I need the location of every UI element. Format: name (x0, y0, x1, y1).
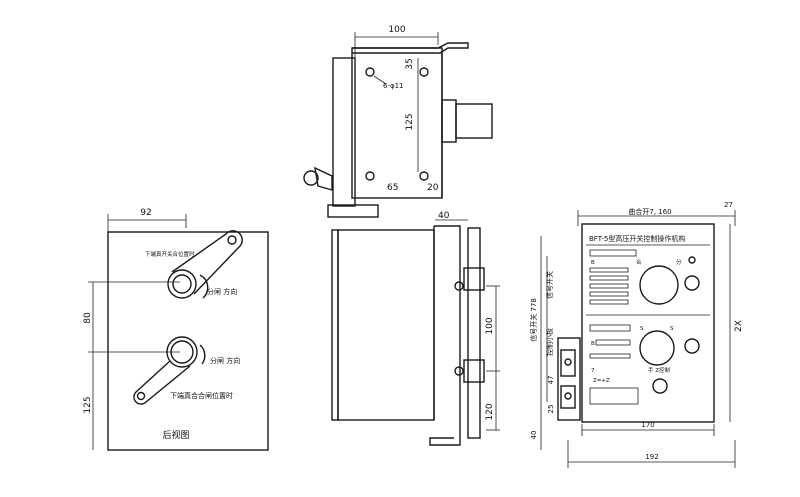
label-b1: B (591, 260, 595, 266)
dim-left-b: 信号开关 (545, 271, 554, 299)
dim-92: 92 (140, 208, 151, 218)
rear-view: 92 80 125 下端真开关合位置时 分闸 方向 分闸 方向 下端真合合闸位置… (83, 208, 269, 451)
dim-25: 25 (547, 405, 555, 414)
dim-top-panel: 曲合开7, 160 (628, 207, 671, 216)
dim-120: 120 (485, 403, 495, 420)
label-sm-control: 手 Z控制 (648, 366, 671, 374)
dim-47: 47 (547, 376, 555, 385)
dim-right: 2X (734, 320, 744, 332)
dim-170: 170 (641, 421, 654, 429)
label-open: 分 (676, 258, 682, 266)
panel-view: 曲合开7, 160 27 BFT-5型高压开关控制操作机构 B 合 分 S S … (529, 201, 744, 468)
dim-35: 35 (405, 58, 415, 69)
dim-125-side: 125 (405, 113, 415, 130)
dim-left-c: 控制小极 (545, 328, 554, 356)
side-view: 100 6-φ11 35 125 65 20 40 (303, 25, 500, 446)
label-top-position: 下端真开关合位置时 (145, 250, 195, 258)
hole-label: 6-φ11 (383, 82, 404, 90)
label-bottom-position: 下端真合合闸位置时 (170, 391, 233, 400)
dim-80: 80 (83, 312, 93, 324)
dim-20: 20 (427, 183, 439, 193)
label-s1: S (640, 326, 644, 332)
label-close: 合 (636, 258, 642, 266)
dim-27: 27 (724, 201, 733, 209)
rear-view-title: 后视图 (162, 429, 189, 441)
dim-40: 40 (438, 211, 450, 221)
control-panel (581, 223, 715, 423)
dim-100-top: 100 (388, 25, 405, 35)
dim-65: 65 (387, 183, 398, 193)
label-s2: S (670, 326, 674, 332)
label-b2: B (591, 341, 595, 347)
dim-100-side: 100 (485, 317, 495, 334)
label-close-direction: 分闸 方向 (210, 356, 240, 365)
label-open-direction: 分闸 方向 (207, 287, 237, 296)
dim-125: 125 (83, 396, 93, 413)
label-7: 7 (591, 368, 595, 374)
panel-title: BFT-5型高压开关控制操作机构 (589, 234, 685, 243)
dim-192: 192 (645, 453, 658, 461)
upper-knob[interactable] (639, 265, 679, 305)
dim-40-panel: 40 (530, 431, 538, 440)
label-z: Z=+Z (593, 378, 610, 384)
dim-left-a: 信号开关 778 (529, 298, 538, 342)
rear-plate (107, 231, 269, 451)
lower-knob[interactable] (639, 330, 675, 366)
